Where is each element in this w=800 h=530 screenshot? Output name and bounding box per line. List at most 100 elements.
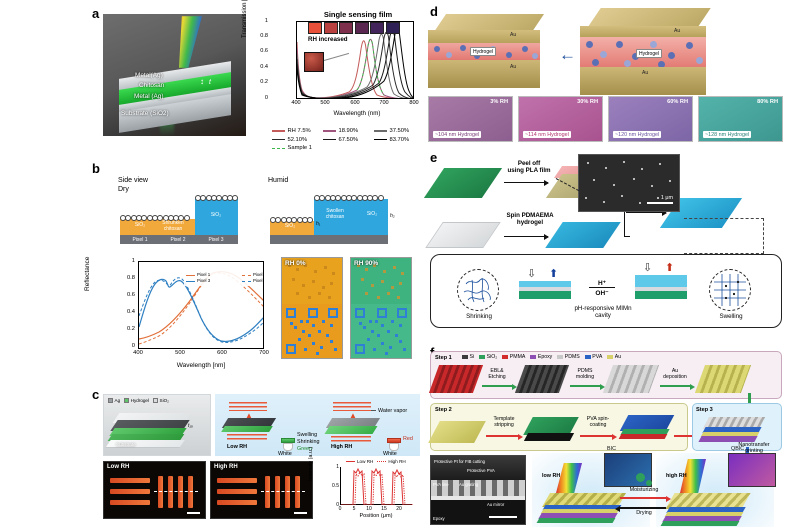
dry-base <box>120 235 238 244</box>
swatch-rh-6 <box>385 22 400 34</box>
green-label: Green <box>297 446 312 452</box>
chart-b-xtick: 700 <box>259 350 269 356</box>
legend-row: Pixel 3 Pixel 2 (RH 80%) <box>186 278 263 284</box>
bar <box>285 476 290 508</box>
legend-label: SiO₂ <box>486 354 498 360</box>
step2-sample-pva-base <box>618 434 668 439</box>
rh-swatch-thickness: ~128 nm Hydrogel <box>703 131 752 138</box>
swatch-rh-3 <box>339 22 353 34</box>
nanodot <box>587 162 590 165</box>
micrograph-caption-high-rh: High RH <box>214 464 238 470</box>
panel-c-chart: Intensity (a.u.) Position (μm) 1 0.5 0 0… <box>308 447 421 521</box>
chart-a-color-swatches <box>308 22 400 34</box>
legend-label: Pixel 2 (RH 40%) <box>253 272 263 277</box>
step1-label: Step 1 <box>435 355 452 361</box>
nanodot <box>651 185 654 188</box>
legend-item-pmma: PMMA <box>502 354 525 360</box>
arrowhead <box>615 506 620 512</box>
legend-item: Pixel 2 (RH 40%) <box>242 272 263 278</box>
transition-arrow-icon: ← <box>559 45 576 64</box>
chart-b-xtick: 400 <box>133 350 143 356</box>
plate-blank-substrate <box>425 222 501 248</box>
high-rh-label: high RH <box>666 473 687 479</box>
nanodot <box>603 201 606 204</box>
legend-label: Pixel 3 <box>197 278 211 284</box>
rh-swatch-thickness: ~104 nm Hydrogel <box>433 131 482 138</box>
bic-inset: BIC <box>604 446 652 487</box>
chart-a-xlabel: Wavelength (nm) <box>333 110 381 117</box>
humid-label-swollen-chitosan: Swollen chitosan <box>325 208 345 220</box>
chart-a-ytick: 0.6 <box>260 48 268 54</box>
sem-mirror-region <box>431 496 525 500</box>
sem-grating-region <box>431 480 525 496</box>
sem-label-au-mirror: Au mirror <box>487 502 505 507</box>
scale-bar <box>187 511 200 514</box>
legend-swatch <box>272 130 285 132</box>
legend-item: 52.10% <box>272 137 319 143</box>
polymer-shrunk-svg <box>463 277 491 303</box>
dry-bead-row-left <box>120 214 190 221</box>
legend-item: 37.50% <box>374 128 421 134</box>
ph-cavity-line1: pH-responsive MIMn <box>574 305 632 312</box>
acid-label: H⁺ <box>597 280 607 287</box>
swatch-rh-4 <box>354 22 369 34</box>
panel-b-chart: Reflectance Wavelength [nm] 1 0.8 0.6 0.… <box>84 255 275 375</box>
legend-item-epoxy: Epoxy <box>530 354 552 360</box>
water-vapor-label: Water vapor <box>378 408 408 414</box>
sem-scale-bar <box>489 516 517 518</box>
chart-b-ytick: 1 <box>131 258 135 264</box>
humid-sio2-left <box>270 221 314 235</box>
rh-increased-annotation: RH increased <box>308 36 348 43</box>
dot <box>650 41 657 48</box>
ph-mechanism-box: ⇩ ⬆ ⇩ ⬆ H⁺ OH⁻ Shrinking Swelling pH-res… <box>430 254 782 328</box>
legend-swatch <box>346 460 355 463</box>
panel-a-schematic: Metal(Ag) Chitosan Metal (Ag) Substrate … <box>103 14 246 136</box>
legend-label: Epoxy <box>537 354 553 360</box>
chart-b-ytick: 0.8 <box>126 275 135 281</box>
qr-caption-rh90: RH 90% <box>354 260 379 267</box>
humid-label-sio2: SiO₂ <box>284 223 296 229</box>
panel-c-material-legend: Ag Hydrogel SiO₂ <box>108 398 169 403</box>
cube-swollen: Au Au Hydrogel <box>580 8 720 98</box>
legend-item-sio2: SiO₂ <box>153 398 169 403</box>
bar <box>110 489 150 494</box>
swatch-rh-1 <box>308 22 322 34</box>
step-peel-off-line1: Peel off <box>517 160 541 167</box>
shrunk-mid-layer <box>519 287 571 291</box>
bar <box>217 500 257 505</box>
dot <box>696 57 703 64</box>
rh-swatch-30: 30% RH ~114 nm Hydrogel <box>518 96 603 142</box>
panel-c-schematic: Ag Hydrogel SiO₂ Substrate t₁ₒ <box>103 394 211 456</box>
label-chitosan: Chitosan <box>139 82 165 89</box>
chart-a-xtick: 600 <box>350 100 360 106</box>
dot <box>474 53 480 59</box>
hydrogel-label: Hydrogel <box>470 47 497 56</box>
arrowhead <box>512 384 517 390</box>
legend-item: Pixel 2 (RH 80%) <box>242 278 263 284</box>
arrow-pva <box>580 434 617 440</box>
arrow-transfer <box>626 210 667 216</box>
humid-schematic: Humid SiO₂ Swollen chitosan SiO₂ h₁ h₂ <box>268 177 398 247</box>
humid-base <box>270 235 388 244</box>
legend-row: Sample 1 <box>272 145 422 151</box>
h2-symbol: h₂ <box>390 213 395 219</box>
water-droplet-icon <box>636 473 645 482</box>
pixel-2-label: Pixel 2 <box>170 236 186 243</box>
dry-schematic: Side view Dry SiO₂ Shrunken chitosan SiO… <box>118 177 248 247</box>
bar <box>217 478 257 483</box>
legend-item: 67.50% <box>323 137 370 143</box>
bead <box>183 214 190 221</box>
moisturizing-label: Moisturizing <box>629 487 659 493</box>
legend-item: Pixel 3 <box>186 278 238 284</box>
legend-swatch <box>374 130 387 132</box>
legend-swatch-sio2 <box>479 354 486 360</box>
legend-swatch-pva <box>584 354 591 360</box>
micrograph-low-rh: Low RH <box>103 461 206 519</box>
arrow-peel-off <box>504 180 549 186</box>
red-label: Red <box>403 436 413 442</box>
high-rh-up-arrow-icon: ▲ <box>349 411 357 420</box>
legend-label: Sample 1 <box>287 145 313 151</box>
panel-a-legend: RH 7.5% 18.90% 37.50% 52.10% 67.50% 83.7… <box>272 128 422 154</box>
